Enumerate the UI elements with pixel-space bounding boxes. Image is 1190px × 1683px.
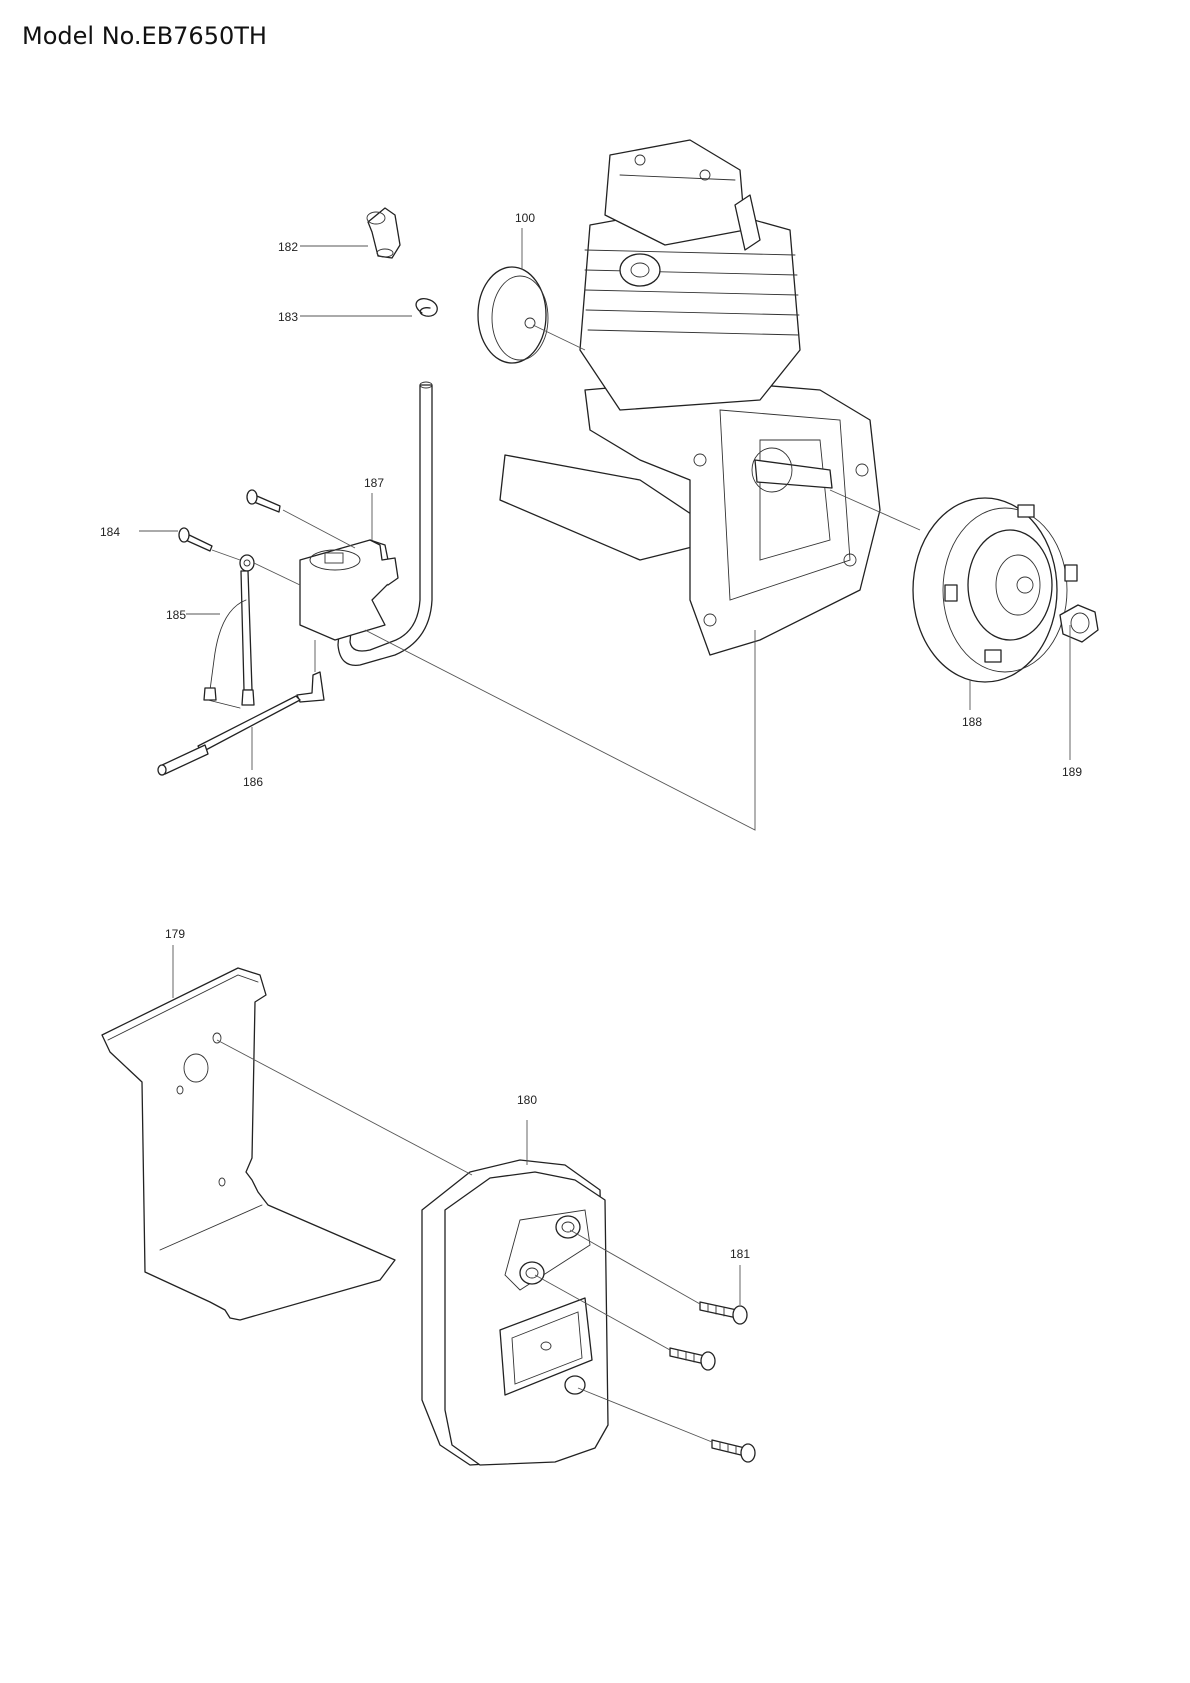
- muffler-bolt-2[interactable]: [669, 1347, 716, 1371]
- callout-100: 100: [515, 211, 535, 225]
- model-number-title: Model No.EB7650TH: [22, 22, 267, 50]
- ground-wire[interactable]: [203, 554, 255, 709]
- spark-plug-cap[interactable]: [366, 207, 401, 259]
- coil-bolt-upper[interactable]: [246, 489, 281, 513]
- ignition-coil[interactable]: [299, 539, 399, 641]
- heat-shield[interactable]: [101, 967, 396, 1321]
- callout-184: 184: [100, 525, 120, 539]
- callout-181: 181: [730, 1247, 750, 1261]
- muffler-bolt-3[interactable]: [711, 1439, 756, 1463]
- callout-182: 182: [278, 240, 298, 254]
- cover-disc[interactable]: [477, 266, 549, 364]
- flywheel[interactable]: [912, 497, 1078, 683]
- flywheel-nut[interactable]: [1059, 604, 1099, 643]
- engine-assembly[interactable]: [499, 139, 881, 656]
- callout-187: 187: [364, 476, 384, 490]
- stop-cable[interactable]: [157, 671, 325, 776]
- spring-clip[interactable]: [415, 298, 438, 317]
- callout-185: 185: [166, 608, 186, 622]
- muffler-bolt-1[interactable]: [699, 1301, 748, 1325]
- callout-179: 179: [165, 927, 185, 941]
- callout-183: 183: [278, 310, 298, 324]
- callout-189: 189: [1062, 765, 1082, 779]
- callout-188: 188: [962, 715, 982, 729]
- muffler[interactable]: [421, 1159, 609, 1466]
- callout-180: 180: [517, 1093, 537, 1107]
- coil-bolt-lower[interactable]: [178, 527, 213, 552]
- callout-186: 186: [243, 775, 263, 789]
- leader-lines: [139, 228, 1071, 1443]
